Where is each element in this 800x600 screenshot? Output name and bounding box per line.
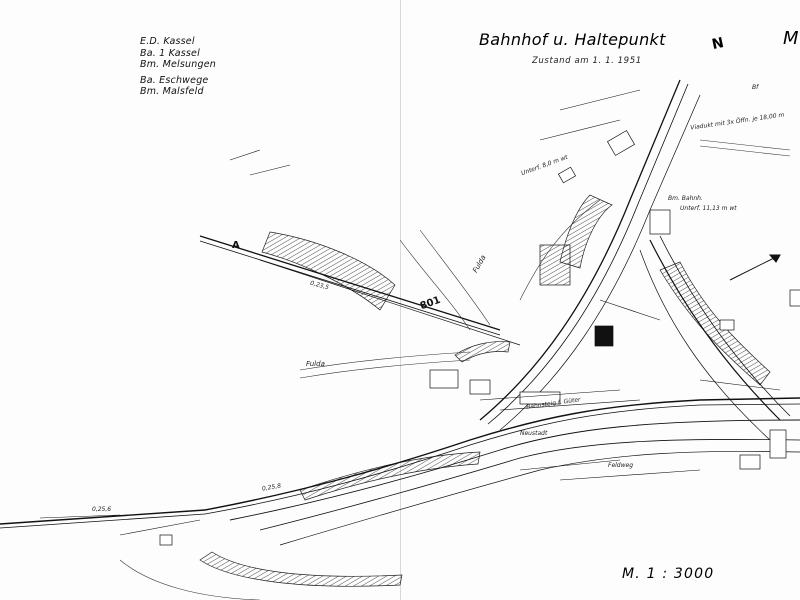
main-line-tracks [0, 397, 800, 546]
buildings [159, 130, 800, 546]
station-abbrev-label: Bf [752, 84, 759, 91]
map-title-continuation: M [783, 28, 799, 49]
legend-line-direktion: E.D. Kassel [140, 36, 195, 47]
map-title: Bahnhof u. Haltepunkt [479, 30, 666, 49]
paper-fold-line [400, 0, 401, 600]
signal-a-label: A [232, 240, 240, 251]
field-road-label: Feldweg [608, 462, 634, 469]
legend-line-ba-kassel: Ba. 1 Kassel [140, 47, 200, 59]
legend-line-bm-melsungen: Bm. Melsungen [140, 59, 216, 70]
underpass-label-2: Unterf. 11,13 m wt [680, 205, 737, 212]
direction-arrow [729, 254, 781, 281]
legend-line-ba-eschwege: Ba. Eschwege [140, 74, 209, 86]
north-curve-tracks [479, 79, 791, 441]
embankment-hatching [199, 194, 771, 587]
neustadt-label: Neustadt [520, 430, 548, 437]
river-label-west: Fulda [306, 360, 325, 368]
map-subtitle-date: Zustand am 1. 1. 1951 [532, 56, 642, 66]
bm-bahnhof-label: Bm. Bahnh. [668, 195, 703, 202]
administrative-legend: E.D. Kassel Ba. 1 Kassel Bm. Melsungen B… [140, 36, 216, 98]
north-west-branch [199, 235, 521, 346]
map-scale: M. 1 : 3000 [622, 566, 715, 582]
track-km-1: 0,25,6 [92, 506, 112, 513]
sidings [39, 89, 781, 536]
legend-line-bm-malsfeld: Bm. Malsfeld [140, 86, 204, 97]
